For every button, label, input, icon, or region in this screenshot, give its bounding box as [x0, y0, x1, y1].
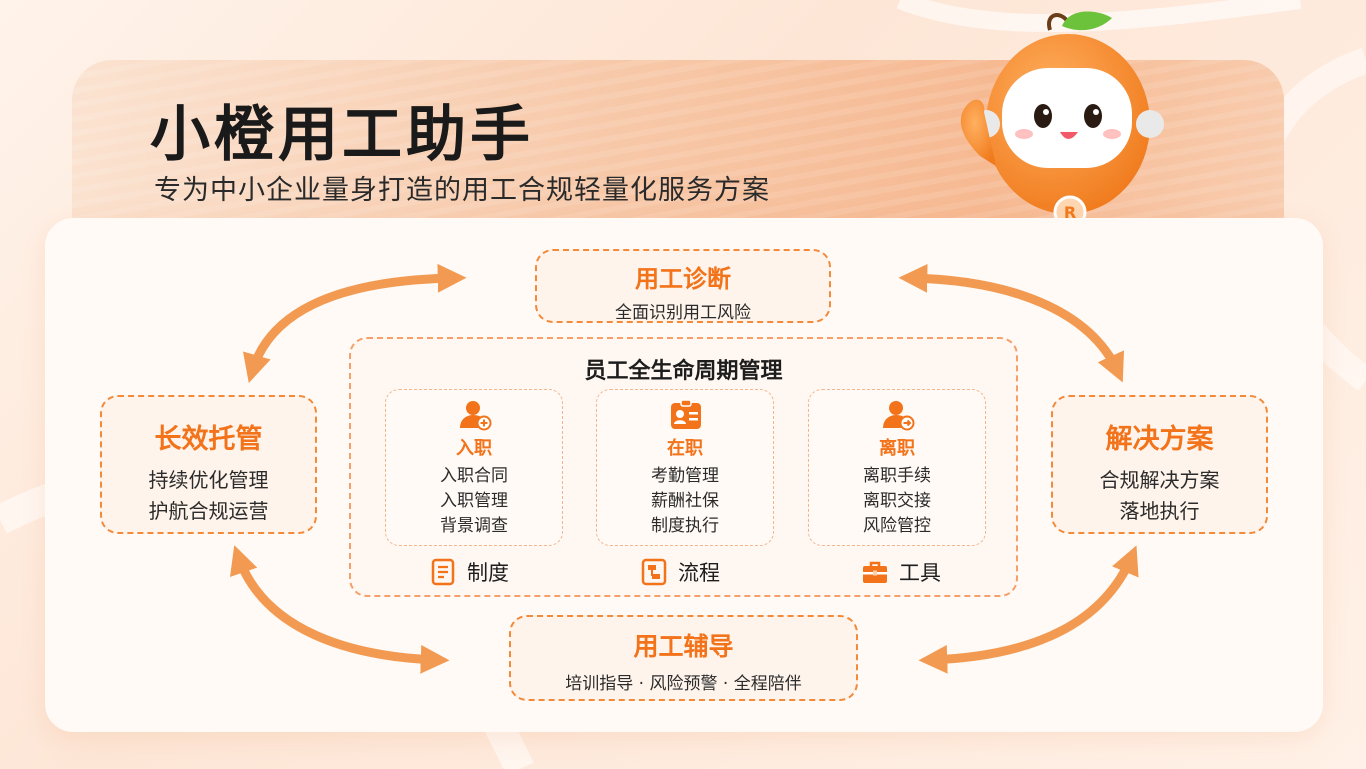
long-term-line-1: 持续优化管理: [148, 468, 269, 492]
toolbox-icon: [863, 561, 887, 583]
solution-title: 解决方案: [1105, 424, 1214, 455]
stage-onboarding-item: 入职管理: [440, 491, 508, 511]
document-icon: [431, 558, 455, 586]
stage-onboarding-item: 入职合同: [440, 466, 508, 486]
long-term-box: 长效托管 持续优化管理 护航合规运营: [100, 395, 317, 534]
lifecycle-title: 员工全生命周期管理: [584, 359, 783, 384]
stage-employed: 在职 考勤管理 薪酬社保 制度执行: [596, 389, 774, 546]
guidance-box: 用工辅导 培训指导 · 风险预警 · 全程陪伴: [509, 615, 858, 701]
diagnosis-desc: 全面识别用工风险: [615, 303, 751, 323]
stage-offboarding-item: 风险管控: [863, 516, 931, 536]
tag-tools: 工具: [861, 557, 941, 587]
svg-text:R: R: [1064, 203, 1076, 222]
solution-line-1: 合规解决方案: [1099, 468, 1220, 492]
stage-employed-item: 薪酬社保: [651, 491, 719, 511]
long-term-line-2: 护航合规运营: [148, 499, 269, 523]
mascot-illustration: R: [960, 11, 1164, 229]
guidance-desc: 培训指导 · 风险预警 · 全程陪伴: [565, 674, 802, 694]
stage-offboarding-title: 离职: [879, 438, 915, 459]
tag-process-label: 流程: [678, 561, 720, 585]
tag-policy: 制度: [429, 557, 509, 587]
solution-line-2: 落地执行: [1119, 499, 1200, 523]
stage-employed-item: 考勤管理: [651, 466, 719, 486]
page-subtitle: 专为中小企业量身打造的用工合规轻量化服务方案: [154, 175, 770, 206]
stage-onboarding-item: 背景调查: [440, 516, 508, 536]
stage-offboarding: 离职 离职手续 离职交接 风险管控: [808, 389, 986, 546]
page-title: 小橙用工助手: [150, 100, 534, 170]
tag-process: 流程: [640, 557, 720, 587]
solution-box: 解决方案 合规解决方案 落地执行: [1051, 395, 1268, 534]
stage-employed-title: 在职: [667, 438, 703, 459]
stage-onboarding-title: 入职: [456, 438, 492, 459]
diagnosis-title: 用工诊断: [635, 265, 731, 293]
user-add-icon: [460, 401, 492, 431]
diagnosis-box: 用工诊断 全面识别用工风险: [535, 249, 831, 323]
tag-policy-label: 制度: [467, 561, 509, 585]
user-exit-icon: [883, 401, 915, 431]
guidance-title: 用工辅导: [633, 632, 734, 661]
id-card-icon: [671, 399, 701, 429]
lifecycle-box: 员工全生命周期管理 入职 入职合同 入职管理 背景调查 在职 考勤管理 薪酬社保: [349, 337, 1018, 597]
stage-offboarding-item: 离职手续: [863, 466, 931, 486]
tag-tools-label: 工具: [899, 561, 941, 585]
stage-employed-item: 制度执行: [651, 516, 719, 536]
long-term-title: 长效托管: [154, 424, 263, 455]
flowchart-icon: [641, 558, 667, 586]
stage-onboarding: 入职 入职合同 入职管理 背景调查: [385, 389, 563, 546]
stage-offboarding-item: 离职交接: [863, 491, 931, 511]
